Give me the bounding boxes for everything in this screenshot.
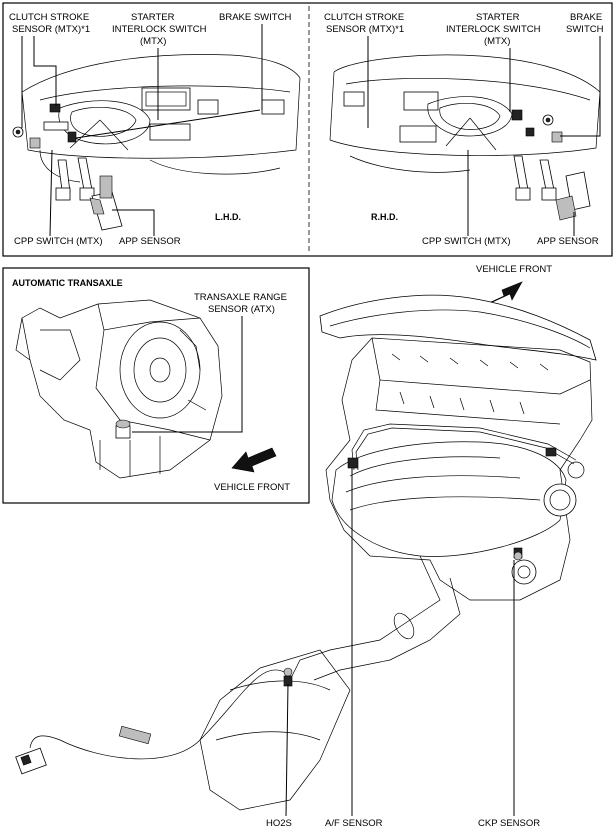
at-vehicle-front-arrow [231,447,277,473]
top-panel-frame [2,2,613,257]
at-panel-frame [2,267,310,504]
rhd-drive-label: R.H.D. [371,212,398,222]
lhd-drive-label: L.H.D. [215,212,241,222]
transaxle-illustration [15,299,223,479]
lhd-clutch-stroke-label-2: SENSOR (MTX)*1 [12,24,90,35]
engine-vehicle-front-label: VEHICLE FRONT [476,264,552,275]
rhd-brake-label-1: BRAKE [570,12,602,23]
lhd-brake-switch-label: BRAKE SWITCH [219,12,291,23]
rhd-clutch-stroke-label-1: CLUTCH STROKE [324,12,404,23]
lhd-starter-label-3: (MTX) [140,36,166,47]
at-panel-title: AUTOMATIC TRANSAXLE [12,278,123,288]
lhd-clutch-stroke-label-1: CLUTCH STROKE [9,12,89,23]
rhd-starter-label-2: INTERLOCK SWITCH [446,24,541,35]
tr-sensor-label-1: TRANSAXLE RANGE [194,292,287,303]
tr-sensor-leader-line [132,316,243,433]
engine-illustration [15,294,597,811]
tr-sensor-label-2: SENSOR (ATX) [208,304,275,315]
lhd-cpp-switch-label: CPP SWITCH (MTX) [14,236,103,247]
at-vehicle-front-label: VEHICLE FRONT [214,482,290,493]
lhd-dashboard-illustration [12,54,301,231]
rhd-starter-label-3: (MTX) [484,36,510,47]
lhd-starter-label-2: INTERLOCK SWITCH [112,24,207,35]
engine-leader-lines [285,468,515,817]
rhd-leader-lines [367,36,601,236]
ckp-sensor-label: CKP SENSOR [478,818,540,829]
rhd-app-sensor-label: APP SENSOR [537,236,599,247]
ho2s-label: HO2S [266,818,292,829]
af-sensor-label: A/F SENSOR [325,818,383,829]
lhd-app-sensor-label: APP SENSOR [119,236,181,247]
rhd-cpp-switch-label: CPP SWITCH (MTX) [422,236,511,247]
lhd-leader-lines [21,24,263,237]
rhd-brake-label-2: SWITCH [566,24,604,35]
lhd-starter-label-1: STARTER [131,12,175,23]
rhd-clutch-stroke-label-2: SENSOR (MTX)*1 [326,24,404,35]
rhd-dashboard-illustration [329,54,601,221]
rhd-starter-label-1: STARTER [476,12,520,23]
